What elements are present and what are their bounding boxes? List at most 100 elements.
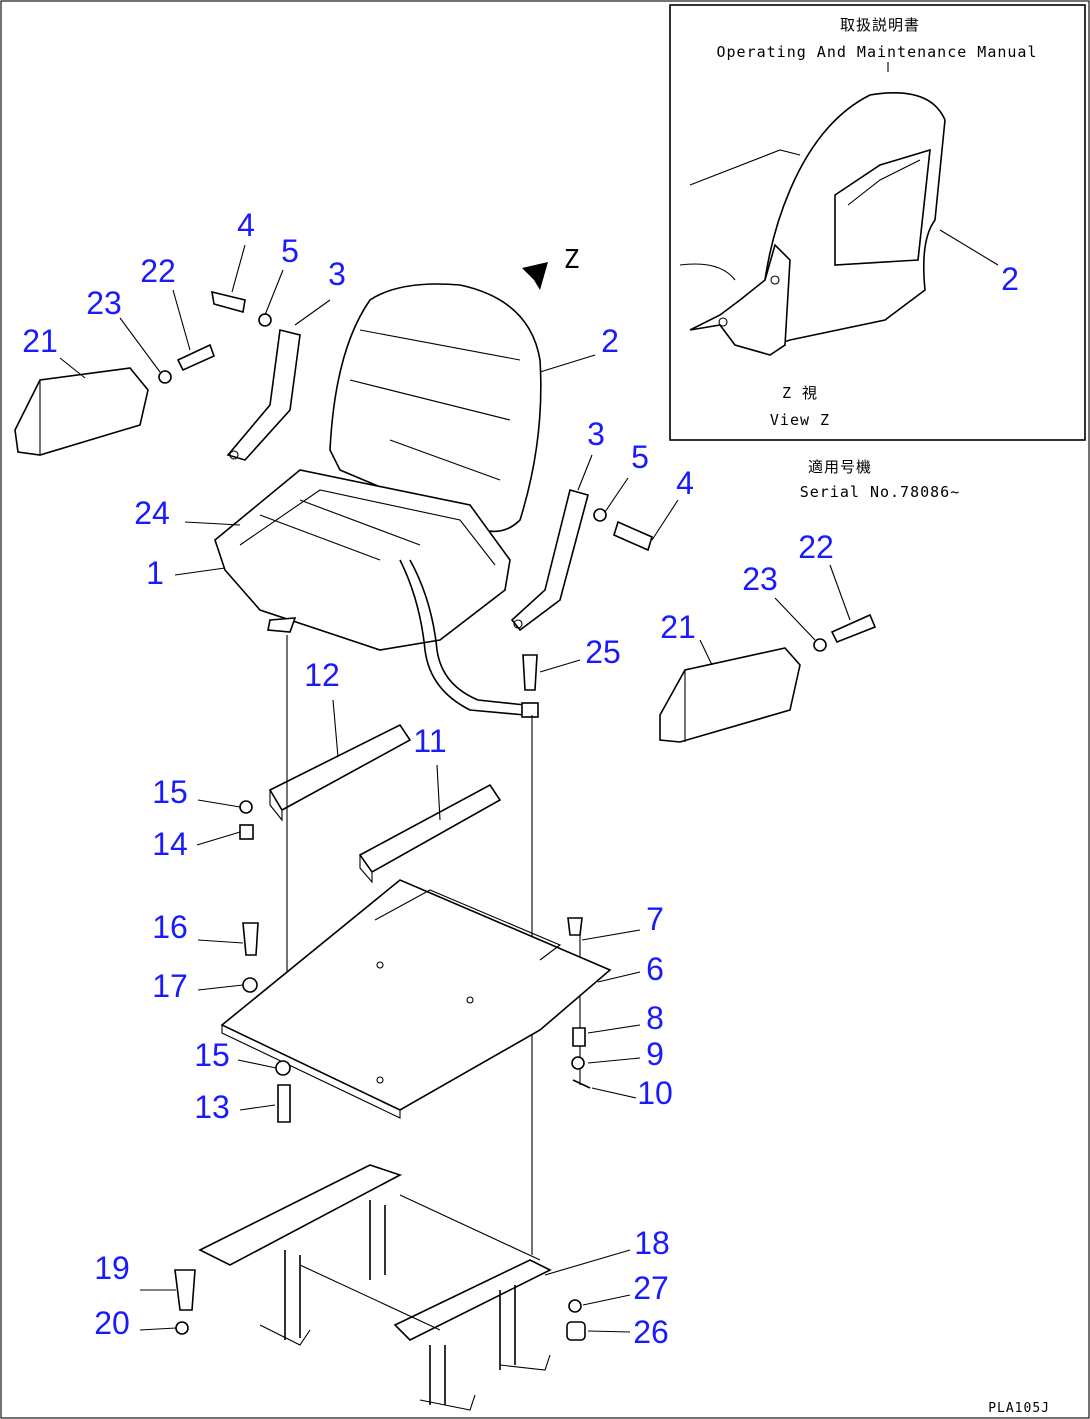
callout-5-left: 5 bbox=[281, 233, 299, 269]
bolt-7 bbox=[567, 917, 583, 936]
rail-11-side bbox=[359, 855, 373, 884]
inset-callout-2: 2 bbox=[1001, 261, 1019, 297]
leader-3b bbox=[577, 454, 593, 491]
callout-19: 19 bbox=[94, 1250, 130, 1286]
seat-back-seams bbox=[349, 329, 521, 481]
plate-hole-2 bbox=[466, 996, 474, 1004]
view-z-marker: Z bbox=[522, 245, 581, 290]
leader-7 bbox=[581, 929, 641, 941]
nut-26 bbox=[566, 1321, 586, 1341]
callout-15-top: 15 bbox=[152, 774, 188, 810]
callout-23-right: 23 bbox=[742, 561, 778, 597]
stand-top-right bbox=[393, 1259, 552, 1341]
washer-5-right bbox=[593, 508, 607, 522]
left-bracket bbox=[226, 329, 301, 461]
leader-23b bbox=[774, 597, 816, 641]
stand-top-left bbox=[198, 1164, 403, 1266]
base-plate-rail bbox=[374, 889, 562, 961]
callout-2: 2 bbox=[601, 323, 619, 359]
leader-21b bbox=[699, 639, 713, 666]
inset-arm-edge bbox=[679, 263, 736, 281]
washer-23-left bbox=[158, 370, 172, 384]
plate-hole-3 bbox=[376, 1076, 384, 1084]
callout-4-right: 4 bbox=[676, 465, 694, 501]
leader-3a bbox=[294, 299, 331, 326]
leader-1 bbox=[174, 567, 226, 576]
seat-cushion-seam bbox=[239, 489, 496, 566]
serial-label-jp: 適用号機 bbox=[808, 458, 872, 476]
leader-12 bbox=[332, 699, 339, 758]
callout-1: 1 bbox=[146, 555, 164, 591]
callout-10: 10 bbox=[637, 1075, 673, 1111]
rail-11 bbox=[358, 783, 502, 874]
view-label-en: View Z bbox=[770, 411, 830, 429]
leader-4a bbox=[231, 244, 246, 293]
bolt-25 bbox=[522, 654, 538, 691]
bolt-4-left bbox=[211, 290, 246, 314]
callout-9: 9 bbox=[646, 1036, 664, 1072]
callout-17: 17 bbox=[152, 968, 188, 1004]
callout-15-bottom: 15 bbox=[194, 1037, 230, 1073]
inset-frame bbox=[669, 4, 1086, 441]
callout-21-left: 21 bbox=[22, 323, 58, 359]
leader-2 bbox=[539, 354, 596, 373]
right-bracket bbox=[510, 489, 589, 632]
seat-group bbox=[214, 283, 589, 718]
callout-13: 13 bbox=[194, 1089, 230, 1125]
callout-14: 14 bbox=[152, 826, 188, 862]
leader-8 bbox=[587, 1024, 641, 1034]
view-marker-label: Z bbox=[564, 245, 581, 275]
washer-20 bbox=[175, 1321, 189, 1335]
manual-title-en: Operating And Maintenance Manual bbox=[717, 43, 1038, 61]
washer-15-bottom bbox=[275, 1060, 291, 1076]
callout-16: 16 bbox=[152, 909, 188, 945]
callout-27: 27 bbox=[633, 1270, 669, 1306]
base-plate bbox=[220, 879, 612, 1111]
callout-4-left: 4 bbox=[237, 207, 255, 243]
inset-view-z: 取扱説明書 Operating And Maintenance Manual 2… bbox=[669, 4, 1086, 441]
inset-bolt-hole-1 bbox=[770, 275, 780, 285]
inset-leader-2 bbox=[939, 229, 999, 266]
seat-back bbox=[329, 283, 542, 533]
leader-11 bbox=[436, 764, 441, 821]
callout-18: 18 bbox=[634, 1225, 670, 1261]
bolt-19 bbox=[174, 1269, 196, 1311]
bolt-4-right bbox=[613, 520, 653, 552]
callout-12: 12 bbox=[304, 657, 340, 693]
stand-cross-members bbox=[299, 1194, 541, 1331]
right-bracket-hole bbox=[513, 619, 523, 629]
callout-22-left: 22 bbox=[140, 253, 176, 289]
bolt-16 bbox=[242, 922, 259, 956]
bolt-13 bbox=[277, 1084, 291, 1123]
leader-27 bbox=[582, 1294, 631, 1306]
leader-25 bbox=[539, 659, 581, 673]
washer-27 bbox=[568, 1299, 582, 1313]
leader-23a bbox=[119, 317, 161, 373]
callout-6: 6 bbox=[646, 951, 664, 987]
callout-3-right: 3 bbox=[587, 416, 605, 452]
leader-4b bbox=[651, 499, 679, 541]
inset-pocket-flap bbox=[847, 159, 921, 206]
washer-23-right bbox=[813, 638, 827, 652]
cushion-lug bbox=[267, 617, 297, 633]
stand-legs bbox=[284, 1200, 516, 1405]
leader-18 bbox=[544, 1249, 631, 1276]
leader-15a bbox=[197, 799, 241, 808]
bolt-22-right bbox=[830, 613, 877, 644]
plate-hole-1 bbox=[376, 961, 384, 969]
inset-bolt-hole-2 bbox=[718, 317, 728, 327]
callout-25: 25 bbox=[585, 634, 621, 670]
lever-clip bbox=[521, 702, 539, 718]
leader-lines bbox=[59, 244, 851, 1333]
drawing-code: PLA105J bbox=[988, 1401, 1050, 1416]
view-label-jp: Z 視 bbox=[782, 384, 818, 402]
callout-23-left: 23 bbox=[86, 285, 122, 321]
leader-5a bbox=[264, 269, 284, 316]
view-arrow-icon bbox=[522, 262, 548, 290]
left-armrest bbox=[14, 367, 149, 456]
leader-17 bbox=[197, 984, 244, 991]
leader-26 bbox=[587, 1330, 631, 1333]
leader-5b bbox=[604, 477, 629, 513]
